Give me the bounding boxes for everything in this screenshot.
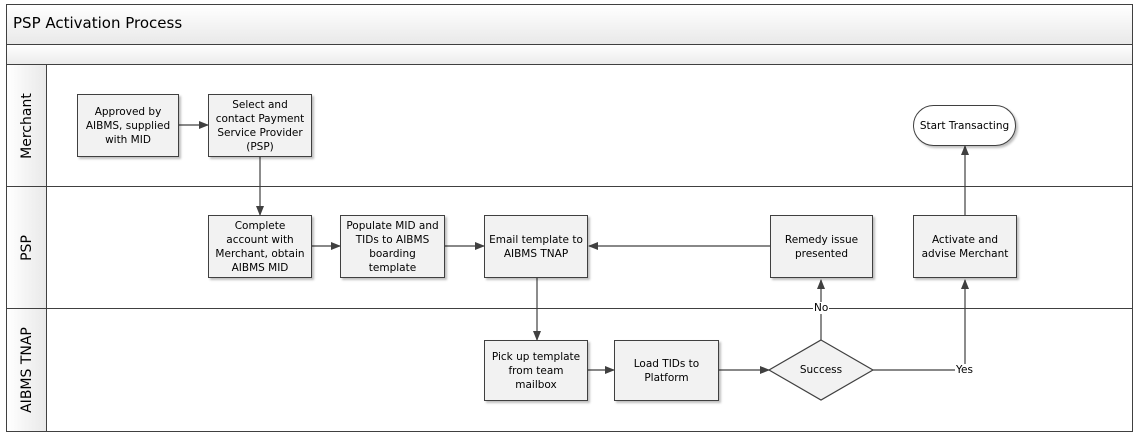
node-success-label: Success: [799, 364, 843, 376]
node-remedy-issue: Remedy issue presented: [770, 215, 873, 278]
node-populate-mid: Populate MID and TIDs to AIBMS boarding …: [340, 215, 445, 278]
lane-psp: PSP: [7, 187, 1132, 309]
lane-header-psp: PSP: [7, 187, 47, 308]
edge-label-yes: Yes: [955, 364, 974, 376]
lane-aibms-tnap: AIBMS TNAP: [7, 309, 1132, 431]
edge-success-yes-to-activate: [873, 279, 969, 371]
lane-merchant: Merchant: [7, 65, 1132, 187]
node-pick-up-template: Pick up template from team mailbox: [484, 340, 588, 401]
lane-header-aibms-tnap: AIBMS TNAP: [7, 309, 47, 431]
node-complete-account: Complete account with Merchant, obtain A…: [208, 215, 312, 278]
title-bar: PSP Activation Process: [7, 5, 1132, 45]
lane-header-merchant: Merchant: [7, 65, 47, 186]
node-start-transacting: Start Transacting: [913, 105, 1016, 146]
phase-header-bar: [7, 45, 1132, 65]
node-approved-by-aibms: Approved by AIBMS, supplied with MID: [77, 94, 179, 157]
node-select-psp: Select and contact Payment Service Provi…: [208, 94, 312, 157]
node-activate-advise: Activate and advise Merchant: [913, 215, 1017, 278]
diagram-title: PSP Activation Process: [13, 14, 183, 32]
success-decision-diamond: [767, 339, 875, 401]
node-email-template: Email template to AIBMS TNAP: [484, 215, 588, 278]
edge-label-no: No: [813, 302, 830, 314]
node-load-tids: Load TIDs to Platform: [614, 340, 719, 401]
